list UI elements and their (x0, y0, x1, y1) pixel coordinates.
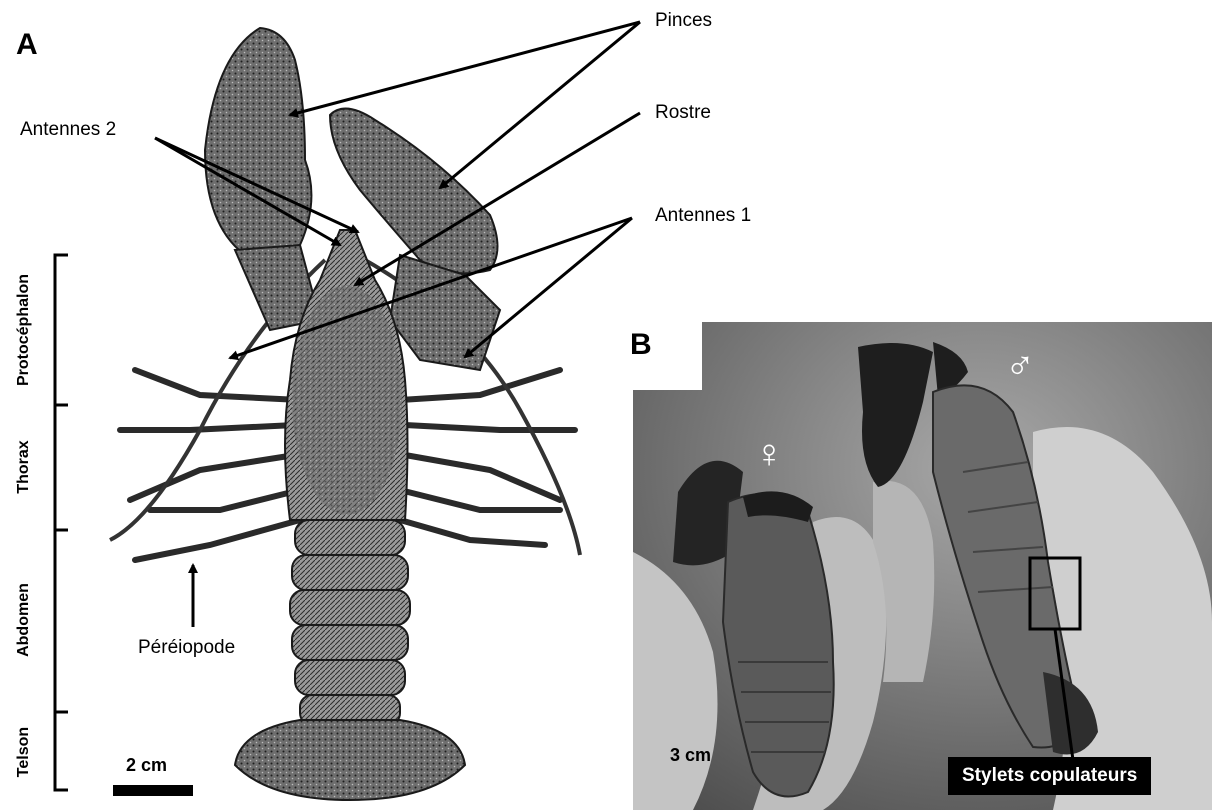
photo-panel: ♀ ♂ (633, 322, 1212, 810)
scale-label-a: 2 cm (126, 755, 167, 776)
region-abdomen: Abdomen (15, 583, 33, 657)
label-antennes-1: Antennes 1 (655, 205, 751, 227)
arrow-pinces-right (440, 22, 640, 188)
scale-label-b: 3 cm (670, 745, 711, 766)
scale-bar-a (113, 785, 193, 796)
male-symbol: ♂ (1005, 344, 1035, 389)
female-symbol: ♀ (754, 432, 784, 477)
photo-illustration (633, 322, 1212, 810)
callout-stylets-copulateurs: Stylets copulateurs (948, 757, 1151, 795)
region-protocephalon: Protocéphalon (15, 274, 33, 386)
label-pereiopode: Péréiopode (138, 637, 235, 659)
label-antennes-2: Antennes 2 (20, 119, 116, 141)
panel-letter-a: A (16, 28, 38, 62)
body-region-bracket (55, 255, 68, 790)
region-telson: Telson (15, 727, 33, 777)
label-rostre: Rostre (655, 102, 711, 124)
crayfish-illustration (110, 28, 580, 800)
panel-letter-b: B (630, 328, 652, 362)
region-thorax: Thorax (15, 440, 33, 493)
label-pinces: Pinces (655, 10, 712, 32)
arrow-pinces-left (290, 22, 640, 115)
